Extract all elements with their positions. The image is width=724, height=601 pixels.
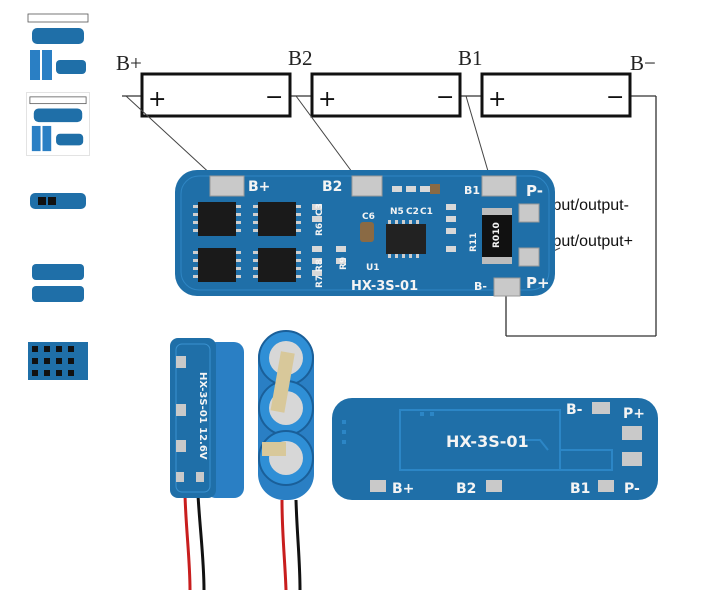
terminal-label-b-plus: B+ (116, 51, 142, 75)
label-r7: R7 (315, 275, 325, 288)
thumbnail-1[interactable] (26, 12, 90, 84)
bottom-pad-label-p-plus: P+ (623, 406, 645, 422)
negative-sign: − (265, 85, 283, 110)
battery-cell-1: + − (140, 72, 292, 118)
pad-label-p-plus: P+ (526, 274, 550, 292)
bottom-pad-label-b1: B1 (570, 481, 590, 497)
terminal-label-b1: B1 (458, 46, 483, 70)
io-label-negative: input/output- (540, 197, 629, 214)
thumbnail-4[interactable] (26, 262, 90, 306)
label-r6: R6 (315, 223, 325, 236)
bottom-pad-label-b-plus: B+ (392, 481, 414, 497)
pad-label-b2: B2 (322, 179, 342, 195)
bottom-pad-label-b-minus: B- (566, 402, 583, 418)
thumbnail-3[interactable] (26, 190, 90, 212)
thumbnail-5[interactable] (26, 340, 90, 382)
resistor-marking: R010 (492, 222, 502, 248)
label-r9: R9 (339, 257, 349, 270)
board-bottom-view: B- P+ B+ B2 B1 P- HX-3S-01 (332, 398, 658, 500)
bottom-pad-label-b2: B2 (456, 481, 476, 497)
terminal-label-b2: B2 (288, 46, 313, 70)
thumbnail-strip (26, 0, 96, 601)
label-u1: U1 (366, 263, 380, 273)
label-r11: R11 (469, 233, 479, 252)
terminal-label-b-minus: B− (630, 51, 656, 75)
positive-sign: + (148, 87, 166, 112)
battery-cell-3: + − (480, 72, 632, 118)
product-image: B+ B2 B1 B− + − + − + − (100, 0, 724, 601)
pad-label-p-minus: P- (526, 182, 543, 200)
thumbnail-2[interactable] (26, 92, 90, 156)
product-illustration: B+ B2 B1 B− + − + − + − (116, 46, 658, 591)
side-board-text: HX-3S-01 12.6V (197, 372, 208, 460)
negative-sign: − (436, 85, 454, 110)
label-c3: C3 (315, 203, 325, 216)
battery-cell-2: + − (310, 72, 462, 118)
pad-label-b1: B1 (464, 184, 480, 197)
label-c1: C1 (420, 207, 433, 217)
io-label-positive: input/output+ (540, 233, 633, 250)
battery-pack-photo: HX-3S-01 12.6V (170, 330, 314, 591)
bottom-pad-label-p-minus: P- (624, 481, 640, 497)
pad-label-b-plus: B+ (248, 179, 270, 195)
board-top-view: B+ B2 B1 P- P+ B- (175, 170, 555, 297)
wiring-diagram: B+ B2 B1 B− + − + − + − (116, 46, 657, 337)
positive-sign: + (488, 87, 506, 112)
bottom-board-model-label: HX-3S-01 (446, 432, 529, 451)
label-c2: C2 (406, 207, 419, 217)
positive-sign: + (318, 87, 336, 112)
board-model-label: HX-3S-01 (351, 279, 418, 294)
label-n5: N5 (390, 207, 404, 217)
pad-label-b-minus: B- (474, 280, 487, 293)
negative-sign: − (606, 85, 624, 110)
label-r8: R8 (315, 259, 325, 272)
label-c6: C6 (362, 212, 375, 222)
